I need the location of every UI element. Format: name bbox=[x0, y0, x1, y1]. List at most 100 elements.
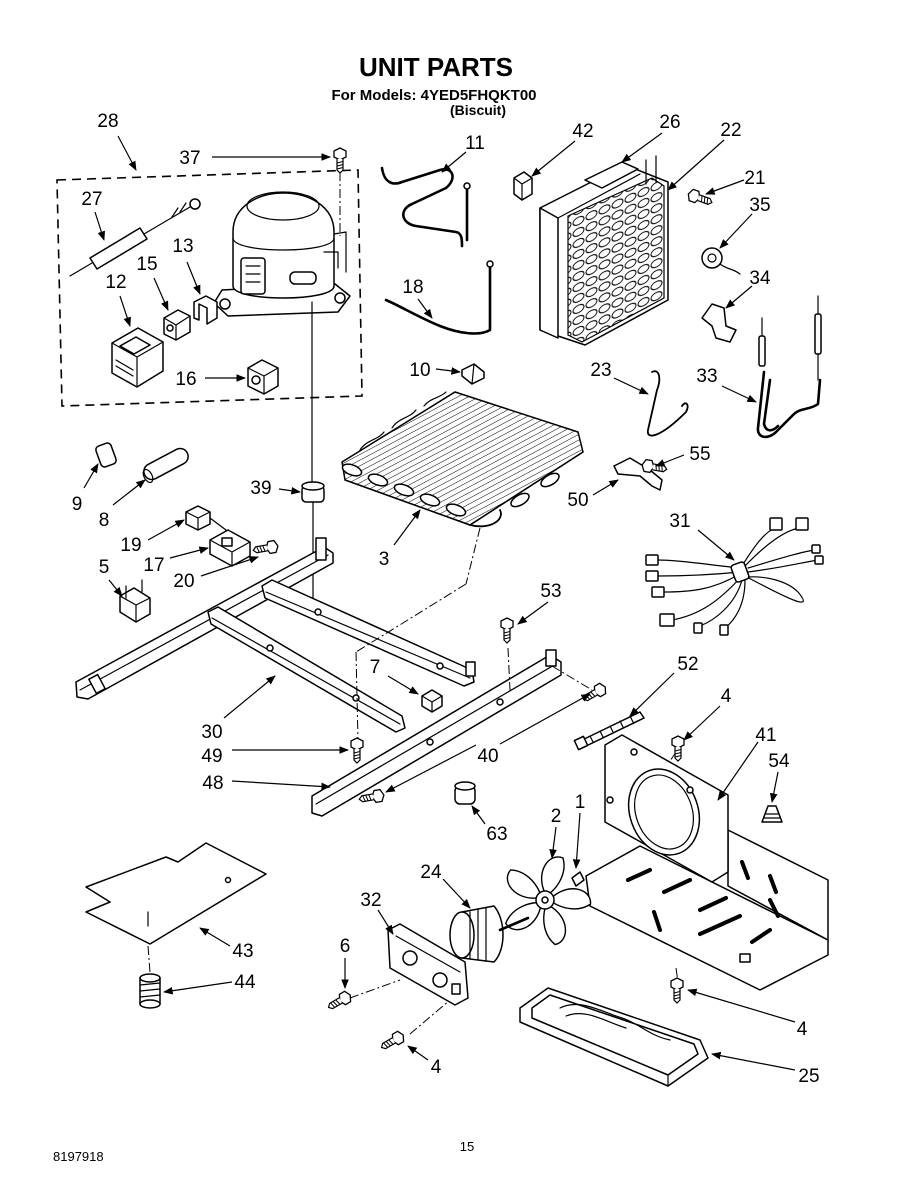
leader-2 bbox=[549, 826, 557, 859]
motor-bracket bbox=[387, 923, 469, 1006]
leader-7 bbox=[387, 675, 419, 695]
leader-24 bbox=[442, 878, 471, 909]
callout-1: 1 bbox=[575, 792, 586, 813]
callout-42: 42 bbox=[572, 121, 593, 142]
condenser-fan-blade bbox=[502, 856, 593, 947]
callout-24: 24 bbox=[420, 862, 442, 883]
callout-27: 27 bbox=[81, 189, 102, 210]
leader-17 bbox=[169, 546, 209, 559]
callout-18: 18 bbox=[402, 277, 423, 298]
leader-lines bbox=[83, 132, 796, 1071]
leader-26 bbox=[621, 132, 663, 163]
callout-63: 63 bbox=[486, 824, 507, 845]
rail-clip bbox=[421, 689, 443, 713]
callout-labels: 28 37 11 42 26 22 21 35 27 15 13 12 18 3… bbox=[72, 111, 820, 1087]
evaporator-coil bbox=[341, 391, 584, 528]
callout-3: 3 bbox=[379, 549, 390, 570]
wire-harness bbox=[645, 517, 824, 636]
callout-44: 44 bbox=[234, 972, 256, 993]
callout-31: 31 bbox=[669, 511, 690, 532]
leader-4-bottom bbox=[407, 1045, 429, 1061]
callout-8: 8 bbox=[99, 510, 110, 531]
leader-25 bbox=[711, 1051, 796, 1071]
leader-15 bbox=[153, 277, 169, 311]
callout-15: 15 bbox=[136, 254, 157, 275]
leader-34 bbox=[725, 285, 753, 309]
callout-6: 6 bbox=[340, 936, 351, 957]
callout-20: 20 bbox=[173, 571, 194, 592]
leader-8 bbox=[112, 479, 146, 506]
callout-23: 23 bbox=[590, 360, 611, 381]
leader-4-top bbox=[683, 705, 721, 741]
leader-53 bbox=[517, 601, 549, 625]
callout-37: 37 bbox=[179, 148, 200, 169]
discharge-tube bbox=[380, 166, 471, 248]
callout-39: 39 bbox=[250, 478, 271, 499]
leader-43 bbox=[199, 927, 231, 947]
leader-3 bbox=[393, 509, 421, 546]
leader-4-right bbox=[687, 988, 796, 1023]
page-title: UNIT PARTS bbox=[359, 52, 513, 82]
callout-55: 55 bbox=[689, 444, 710, 465]
leader-19 bbox=[147, 519, 185, 541]
overload-protector bbox=[247, 359, 279, 395]
callout-40: 40 bbox=[477, 746, 498, 767]
callout-52: 52 bbox=[677, 654, 698, 675]
leader-18 bbox=[417, 298, 433, 319]
callout-16: 16 bbox=[175, 369, 196, 390]
leader-10 bbox=[435, 367, 461, 375]
callout-9: 9 bbox=[72, 494, 83, 515]
drain-pan bbox=[519, 987, 709, 1087]
heater-hook bbox=[647, 370, 689, 437]
leader-63 bbox=[471, 805, 486, 825]
heater-bracket bbox=[613, 457, 663, 491]
callout-48: 48 bbox=[202, 773, 223, 794]
callout-53: 53 bbox=[540, 581, 561, 602]
fan-clip bbox=[571, 871, 585, 887]
harness-clip bbox=[119, 579, 151, 623]
leader-13 bbox=[186, 261, 201, 295]
leader-20 bbox=[200, 556, 259, 577]
callout-28: 28 bbox=[97, 111, 118, 132]
callout-30: 30 bbox=[201, 722, 222, 743]
leader-23 bbox=[613, 377, 649, 395]
leader-55 bbox=[655, 454, 685, 467]
callout-4-bottom: 4 bbox=[431, 1057, 442, 1078]
leader-48 bbox=[231, 780, 331, 791]
front-rail bbox=[311, 649, 562, 817]
callout-54: 54 bbox=[768, 751, 790, 772]
compressor bbox=[213, 191, 351, 317]
motor-grommet bbox=[454, 781, 476, 805]
relay-clip bbox=[163, 309, 191, 341]
callout-13: 13 bbox=[172, 236, 193, 257]
callout-4-top: 4 bbox=[721, 686, 732, 707]
heat-exchanger-tube bbox=[756, 295, 822, 439]
document-number: 8197918 bbox=[53, 1149, 104, 1164]
leader-50 bbox=[592, 479, 619, 496]
model-number: For Models: 4YED5FHQKT00 bbox=[331, 87, 536, 104]
callout-10: 10 bbox=[409, 360, 430, 381]
fan-shroud bbox=[585, 734, 829, 991]
leader-39 bbox=[278, 486, 301, 495]
leader-35 bbox=[719, 213, 753, 249]
callout-26: 26 bbox=[659, 112, 680, 133]
evaporator-clip bbox=[461, 363, 485, 385]
capacitor bbox=[69, 198, 201, 277]
callout-4-right: 4 bbox=[797, 1019, 808, 1040]
cross-rail bbox=[207, 606, 406, 733]
tie-strap bbox=[573, 711, 645, 751]
leader-5 bbox=[108, 579, 123, 597]
tube-bracket bbox=[701, 303, 737, 343]
leader-9 bbox=[83, 463, 99, 489]
leader-1 bbox=[572, 812, 581, 869]
leader-27 bbox=[94, 211, 106, 241]
leader-42 bbox=[531, 140, 576, 177]
access-cover bbox=[85, 842, 267, 945]
terminal-block bbox=[209, 529, 251, 567]
grommet bbox=[301, 481, 325, 619]
callout-33: 33 bbox=[696, 366, 717, 387]
leader-28 bbox=[117, 135, 137, 171]
callout-50: 50 bbox=[567, 490, 588, 511]
callout-2: 2 bbox=[551, 806, 562, 827]
